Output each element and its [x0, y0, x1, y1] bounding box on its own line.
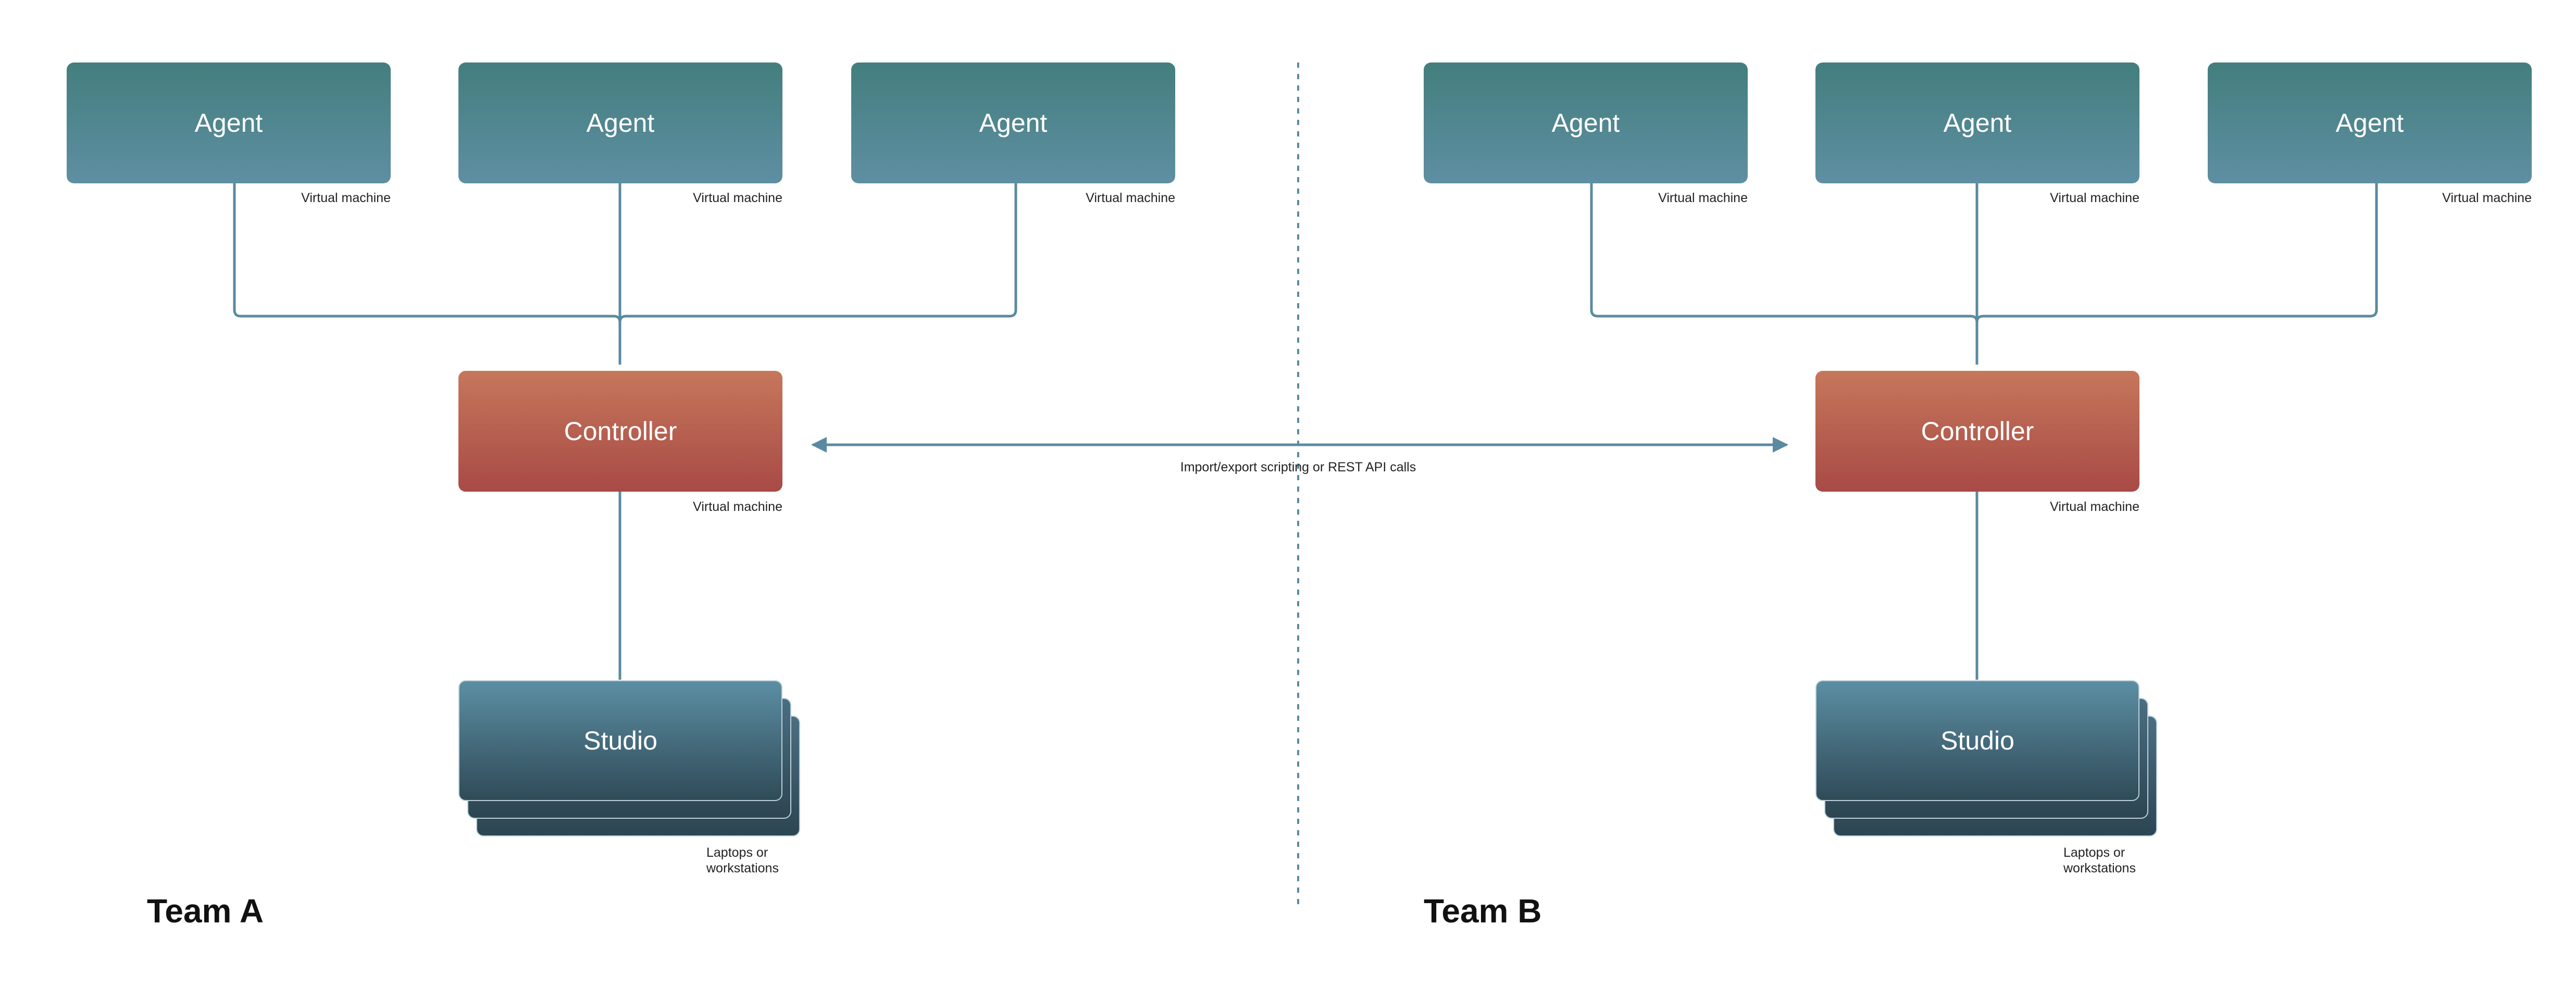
team-b-title: Team B: [1424, 892, 1542, 930]
team-a-agent-2-caption: Virtual machine: [693, 191, 782, 205]
team-a-agent-1[interactable]: Agent: [67, 63, 391, 183]
team-b-agent-3-caption: Virtual machine: [2442, 191, 2532, 205]
team-a-studio-caption: Laptops or workstations: [706, 845, 811, 876]
studio-label: Studio: [1940, 726, 2014, 755]
agent-label: Agent: [586, 108, 655, 138]
team-a-controller-caption: Virtual machine: [693, 499, 782, 514]
controller-sync-label: Import/export scripting or REST API call…: [1180, 460, 1416, 474]
agent-label: Agent: [1551, 108, 1620, 138]
team-b-agent-1-caption: Virtual machine: [1658, 191, 1748, 205]
team-a-studio[interactable]: Studio: [458, 680, 782, 801]
team-a-agent-3-caption: Virtual machine: [1086, 191, 1175, 205]
team-b-agent-2-caption: Virtual machine: [2050, 191, 2139, 205]
controller-label: Controller: [564, 417, 677, 446]
team-b-agent-links: [1590, 182, 2378, 365]
team-a-title: Team A: [147, 892, 264, 930]
team-a-agent-1-caption: Virtual machine: [301, 191, 391, 205]
agent-label: Agent: [194, 108, 263, 138]
team-b-agent-2[interactable]: Agent: [1815, 63, 2139, 183]
controller-label: Controller: [1921, 417, 2034, 446]
agent-label: Agent: [2335, 108, 2404, 138]
team-b-agent-1[interactable]: Agent: [1424, 63, 1748, 183]
team-a-controller[interactable]: Controller: [458, 371, 782, 492]
team-a-agent-2[interactable]: Agent: [458, 63, 782, 183]
team-b-controller[interactable]: Controller: [1815, 371, 2139, 492]
caption-line: workstations: [2063, 861, 2136, 876]
caption-line: Laptops or: [2063, 845, 2125, 860]
team-a-agent-links: [233, 182, 1017, 365]
caption-line: Laptops or: [706, 845, 768, 860]
agent-label: Agent: [1943, 108, 2012, 138]
studio-label: Studio: [583, 726, 657, 755]
team-b-controller-caption: Virtual machine: [2050, 499, 2139, 514]
caption-line: workstations: [706, 861, 779, 876]
team-a-agent-3[interactable]: Agent: [851, 63, 1175, 183]
agent-label: Agent: [979, 108, 1048, 138]
team-b-studio-caption: Laptops or workstations: [2063, 845, 2168, 876]
team-b-studio[interactable]: Studio: [1815, 680, 2139, 801]
team-b-agent-3[interactable]: Agent: [2208, 63, 2532, 183]
